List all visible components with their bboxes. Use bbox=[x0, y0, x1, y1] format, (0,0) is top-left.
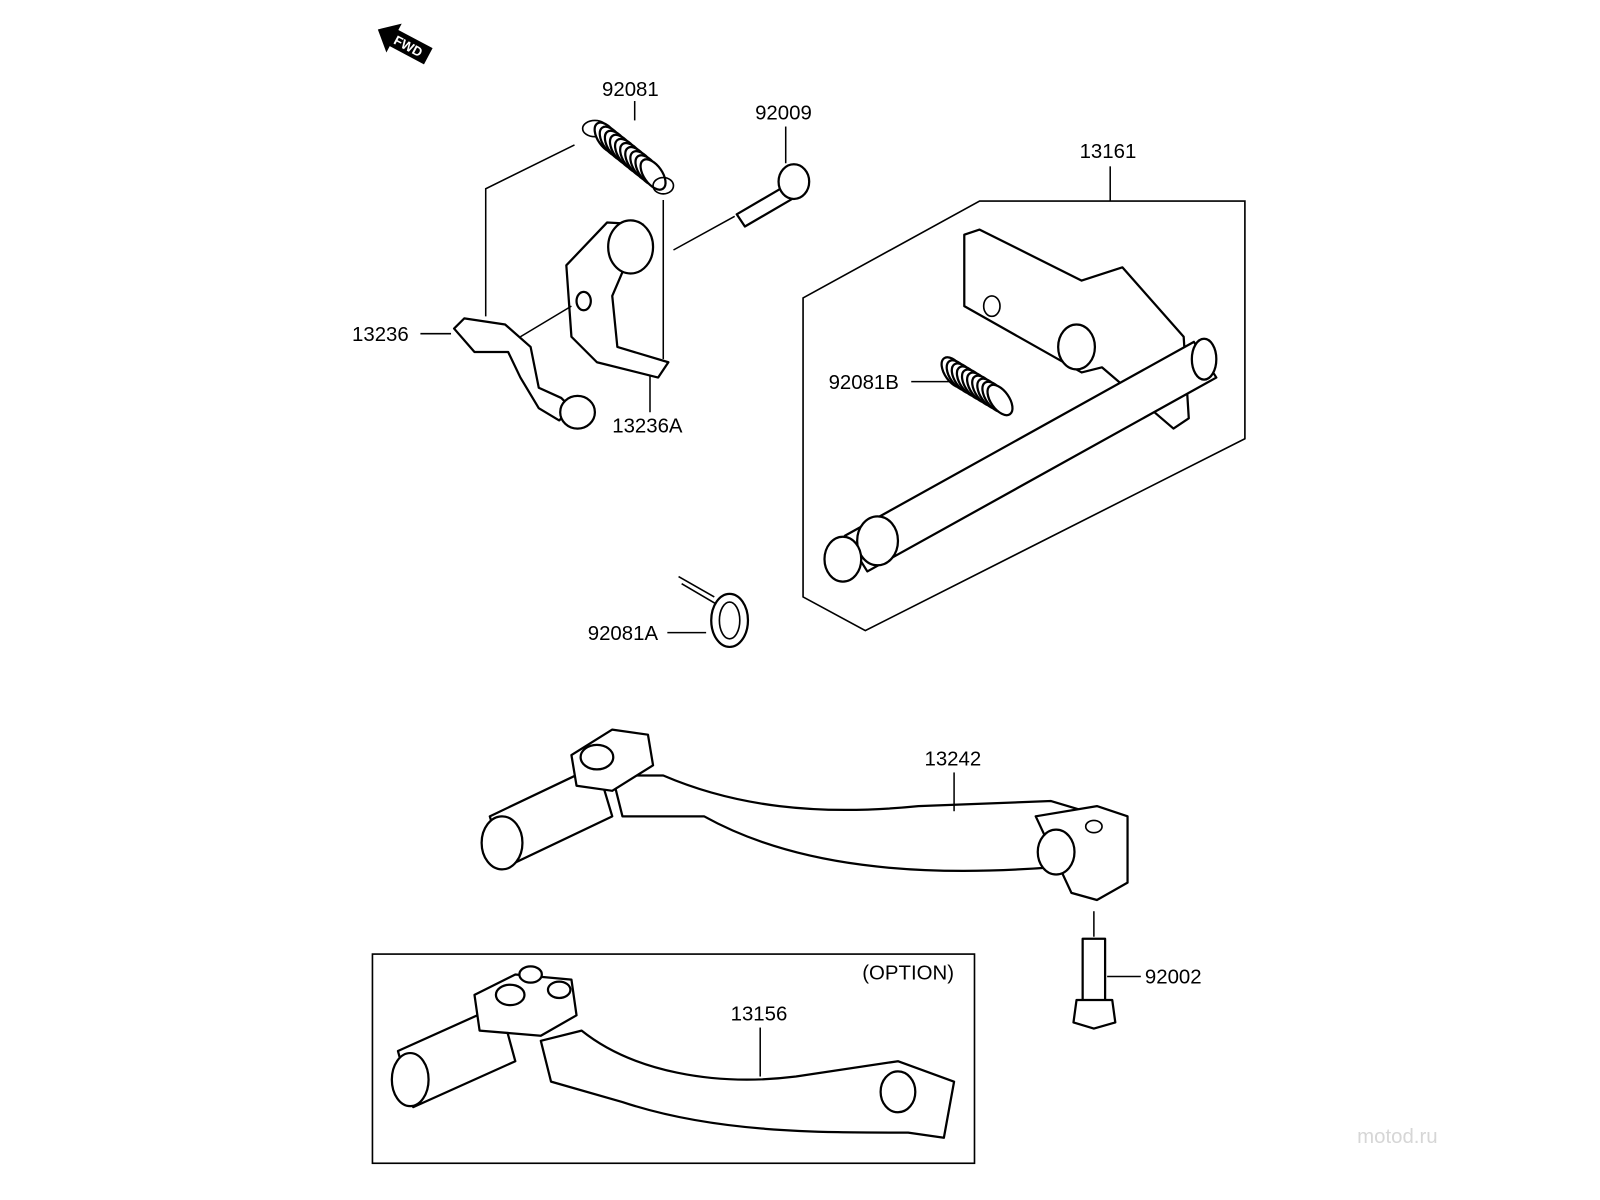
label-13236A: 13236A bbox=[612, 416, 683, 438]
label-92081: 92081 bbox=[602, 79, 659, 101]
watermark-text: motod.ru bbox=[1357, 1126, 1437, 1148]
label-13161: 13161 bbox=[1080, 141, 1137, 163]
option-box bbox=[371, 953, 976, 1165]
bolt-92002 bbox=[1072, 937, 1117, 1030]
spring-coil bbox=[639, 158, 667, 191]
spring-coil bbox=[986, 383, 1014, 417]
label-13156: 13156 bbox=[731, 1003, 788, 1025]
label-92009: 92009 bbox=[755, 102, 812, 124]
bolt-92009 bbox=[735, 163, 811, 228]
label-92081A: 92081A bbox=[588, 623, 659, 645]
spring-92081 bbox=[581, 119, 675, 195]
label-92081B: 92081B bbox=[829, 372, 899, 394]
assembly-box-13161 bbox=[802, 200, 1246, 632]
fwd-arrow-icon: FWD bbox=[377, 23, 433, 65]
label-92002: 92002 bbox=[1145, 967, 1202, 989]
shift-shaft-13161 bbox=[823, 228, 1218, 583]
label-option: (OPTION) bbox=[862, 963, 954, 985]
torsion-spring-92081A bbox=[678, 575, 750, 649]
bracket-13236A bbox=[565, 219, 670, 379]
label-13242: 13242 bbox=[924, 748, 981, 770]
lever-13236 bbox=[452, 317, 597, 430]
shift-pedal-13242 bbox=[480, 728, 1129, 902]
shift-pedal-option-13156 bbox=[390, 965, 956, 1139]
label-13236: 13236 bbox=[352, 324, 409, 346]
spring-92081B bbox=[940, 356, 1014, 417]
